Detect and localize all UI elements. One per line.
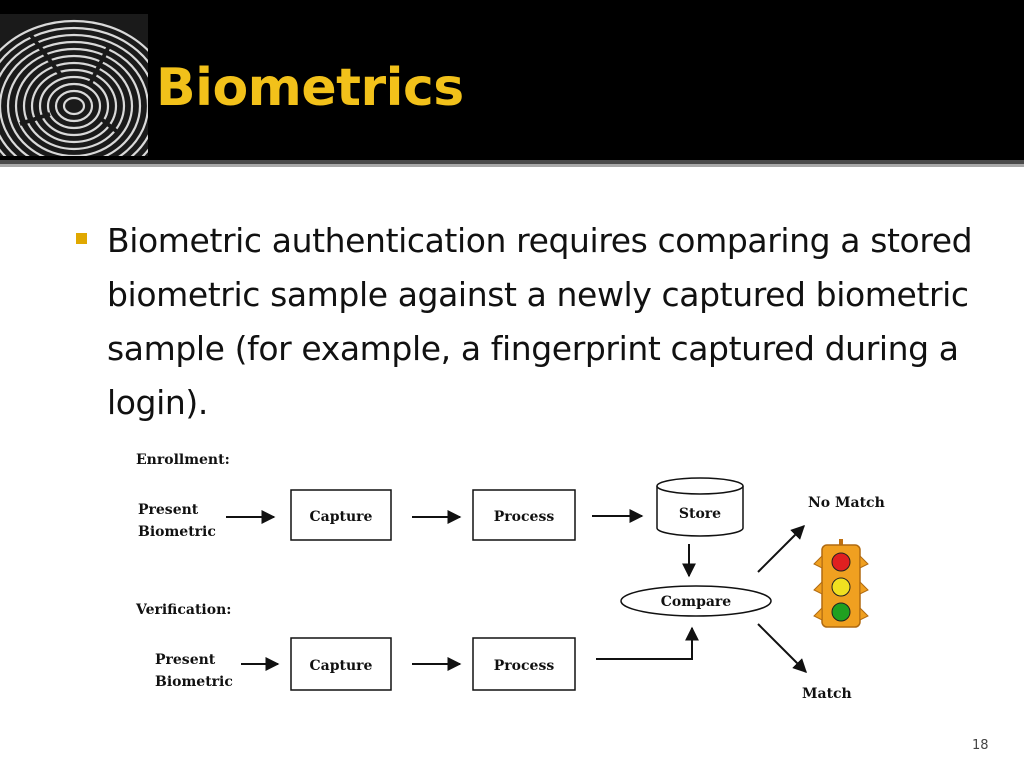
verification-capture-box xyxy=(290,637,392,691)
store-label: Store xyxy=(679,506,721,522)
store-cylinder-top xyxy=(656,477,744,495)
title-bar: Biometrics xyxy=(0,0,1024,160)
fingerprint-icon xyxy=(0,14,148,156)
verification-process-box xyxy=(472,637,576,691)
header-divider xyxy=(0,160,1024,164)
match-arrow xyxy=(757,623,807,673)
no-match-label: No Match xyxy=(808,495,885,511)
enrollment-capture-label: Capture xyxy=(310,509,373,525)
bullet-marker xyxy=(76,233,87,244)
enrollment-process-box xyxy=(472,489,576,541)
biometric-flow-diagram: Enrollment: Present Biometric Capture Pr… xyxy=(135,452,885,702)
traffic-light-icon xyxy=(813,539,869,628)
verification-label: Verification: xyxy=(135,602,231,618)
verification-process-label: Process xyxy=(494,658,555,674)
enrollment-present-line1: Present xyxy=(138,502,199,518)
slide-title: Biometrics xyxy=(156,58,464,118)
enrollment-label: Enrollment: xyxy=(136,452,230,468)
verification-present-line2: Biometric xyxy=(155,674,233,690)
verification-to-compare-arrow xyxy=(596,626,699,660)
no-match-arrow xyxy=(757,525,805,573)
verification-present-line1: Present xyxy=(155,652,216,668)
bullet-text: Biometric authentication requires compar… xyxy=(107,221,973,422)
header-divider-light xyxy=(0,164,1024,167)
store-cylinder xyxy=(656,486,744,537)
slide-number: 18 xyxy=(972,738,989,753)
enrollment-process-label: Process xyxy=(494,509,555,525)
compare-label: Compare xyxy=(661,594,732,610)
enrollment-capture-box xyxy=(290,489,392,541)
compare-ellipse xyxy=(620,585,772,617)
enrollment-present-line2: Biometric xyxy=(138,524,216,540)
verification-capture-label: Capture xyxy=(310,658,373,674)
match-label: Match xyxy=(802,686,852,702)
